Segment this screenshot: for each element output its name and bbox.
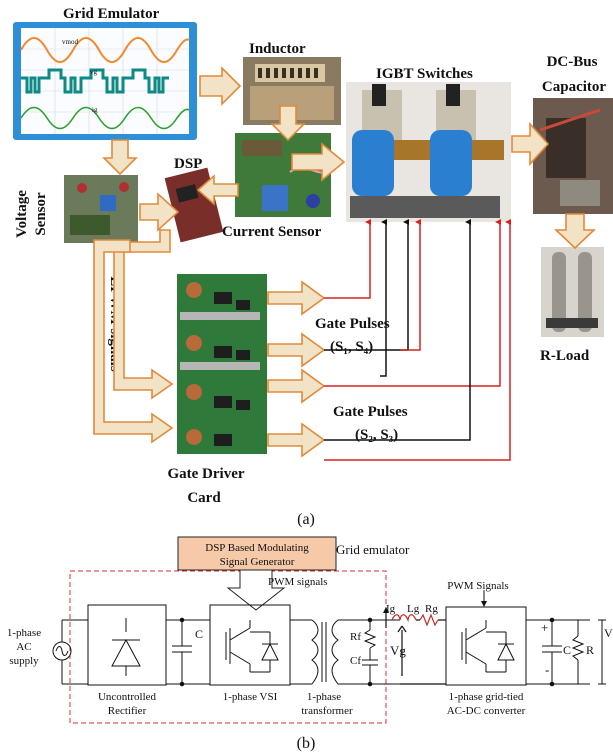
r-load-photo	[541, 247, 604, 337]
current-sensor-photo	[235, 133, 333, 217]
gate-driver-card-photo	[177, 274, 267, 454]
gate-driver-label-2: Card	[187, 490, 221, 506]
ac-supply-label-1: 1-phase	[7, 627, 41, 639]
arrow-cap-to-load	[556, 214, 594, 248]
voltage-sensor-label-2: Sensor	[33, 192, 49, 236]
igbt-switches-photo	[346, 82, 511, 222]
grid-emulator-label: Grid Emulator	[63, 6, 160, 22]
part-b: DSP Based Modulating Signal Generator Gr…	[7, 537, 613, 752]
ac-supply-label-2: AC	[16, 641, 31, 653]
rectifier-label-1: Uncontrolled	[98, 691, 157, 703]
igbt-switches-label: IGBT Switches	[376, 66, 473, 82]
c-left-label: C	[195, 627, 203, 641]
gate-pulses-2-label: Gate Pulses	[333, 404, 408, 420]
uncontrolled-rectifier	[88, 605, 166, 685]
signal-line-3	[400, 222, 420, 350]
caption-a: (a)	[297, 511, 315, 528]
ac-supply-label-3: supply	[9, 655, 39, 667]
transformer-label-2: transformer	[301, 705, 353, 717]
inductor-label: Inductor	[249, 41, 306, 57]
arrow-scope-down	[104, 140, 136, 174]
grid-emulator-b-label: Grid emulator	[336, 542, 410, 557]
grid-emulator-scope: vmod vg ig	[13, 22, 197, 140]
c-right-label: C	[563, 643, 571, 657]
dc-bus-capacitor-photo	[533, 98, 613, 214]
scope-vg-label: vg	[90, 68, 98, 76]
rf-label: Rf	[350, 631, 361, 643]
scope-ig-label: ig	[92, 106, 98, 114]
gate-pulses-1-sub: (S₁, S₄)	[330, 339, 373, 355]
dsp-box-line-1: DSP Based Modulating	[205, 542, 309, 554]
cf-label: Cf	[350, 655, 361, 667]
current-sensor-label: Current Sensor	[222, 224, 322, 240]
rg-label: Rg	[425, 603, 438, 615]
minus-label: -	[545, 662, 549, 677]
dc-bus-label-1: DC-Bus	[547, 54, 598, 70]
plus-label: +	[541, 620, 548, 635]
signal-line-7	[380, 222, 386, 376]
r-load-label: R-Load	[540, 348, 590, 364]
converter-label-2: AC-DC converter	[447, 705, 526, 717]
part-a: vmod vg ig Grid Emulator Inductor Curren…	[13, 6, 613, 528]
r-right-label: R	[586, 643, 594, 657]
caption-b: (b)	[297, 735, 316, 752]
grid-tied-converter	[446, 607, 526, 685]
vsi-label: 1-phase VSI	[223, 691, 278, 703]
gate-driver-label-1: Gate Driver	[167, 466, 244, 482]
transformer-label-1: 1-phase	[307, 691, 341, 703]
vout-label: V	[604, 626, 613, 640]
ig-label: Ig	[386, 603, 396, 615]
dc-bus-label-2: Capacitor	[542, 79, 606, 95]
pwm-signals-left-label: PWM signals	[268, 576, 328, 588]
dsp-label: DSP	[174, 156, 202, 172]
pwm-signals-right-label: PWM Signals	[447, 580, 508, 592]
vsi-block	[210, 605, 290, 685]
lg-label: Lg	[407, 603, 420, 615]
scope-vmod-label: vmod	[62, 38, 78, 46]
signal-line-1	[324, 222, 370, 298]
arrow-gd-1	[268, 282, 324, 314]
gate-pulses-1-label: Gate Pulses	[315, 316, 390, 332]
converter-label-1: 1-phase grid-tied	[449, 691, 524, 703]
arrow-scope-to-inductor	[200, 68, 240, 104]
voltage-sensor-photo	[64, 175, 138, 243]
dsp-box-line-2: Signal Generator	[220, 556, 295, 568]
dc-link-capacitor	[166, 618, 210, 686]
rectifier-label-2: Rectifier	[108, 705, 147, 717]
arrow-gd-3	[268, 370, 324, 402]
transformer	[290, 620, 400, 684]
arrow-gd-4	[268, 424, 324, 456]
voltage-sensor-label-1: Voltage	[14, 190, 30, 238]
signal-line-4	[324, 222, 500, 386]
rf-cf-branch	[362, 618, 378, 686]
vg-label: Vg	[390, 643, 406, 658]
arrow-gd-2	[268, 334, 324, 366]
